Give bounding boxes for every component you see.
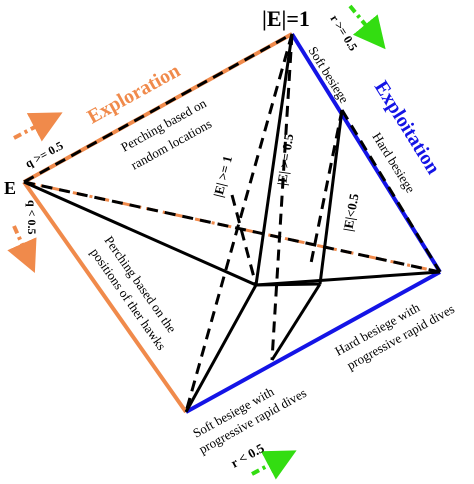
q-lt-label: q < 0.5 [25, 200, 39, 235]
exploitation-edge-bottom [185, 270, 441, 414]
r-lt-label: r < 0.5 [228, 440, 267, 471]
r-lt-arrow [251, 450, 297, 480]
r-ge-arrow [348, 4, 386, 50]
center-axis-line [23, 180, 441, 274]
r-ge-label: r >= 0.5 [327, 12, 360, 53]
e-ge-1-label: |E| >= 1 [210, 154, 235, 199]
left-vertex-label: E [4, 178, 16, 198]
exploration-edge-bottom [22, 180, 188, 414]
top-vertex-label: |E|=1 [262, 6, 310, 31]
e-lt-05-label: |E|<0.5 [340, 192, 361, 233]
exploitation-label: Exploitation [370, 77, 445, 178]
solid-paths [23, 33, 441, 413]
q-ge-arrow [13, 112, 63, 142]
q-lt-arrow [7, 225, 37, 273]
q-ge-label: q >= 0.5 [23, 138, 66, 170]
exploitation-edge-top [290, 32, 442, 274]
e-ge-05-label: |E| >= 0.5 [274, 132, 296, 186]
dashed-paths [23, 32, 442, 413]
